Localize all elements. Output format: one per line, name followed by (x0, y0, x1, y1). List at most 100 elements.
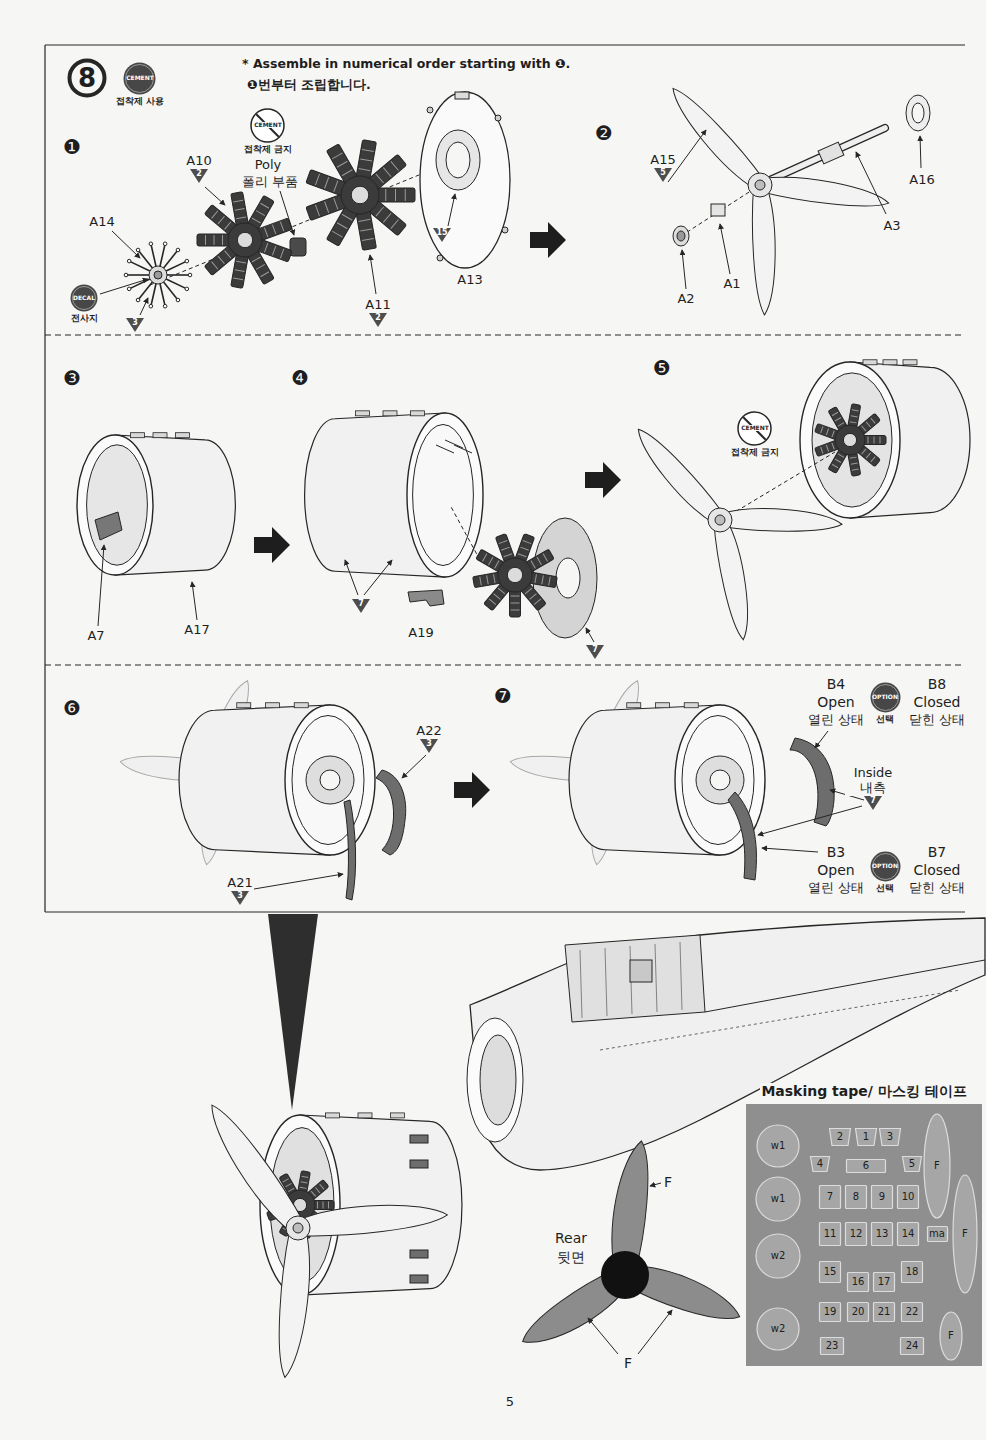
cylinder-fin (323, 1202, 324, 1209)
leader-line (650, 1183, 661, 1186)
cylinder-fin (376, 207, 384, 216)
cylinder (376, 188, 415, 202)
shape-outline (952, 1174, 978, 1294)
shape-outline (67, 58, 107, 98)
mask-shape: w2 (756, 1307, 800, 1351)
mask-circle (757, 1308, 799, 1350)
mask-square (927, 1227, 947, 1242)
propeller-blade (720, 507, 843, 533)
panel-line (600, 990, 960, 1050)
mask-shape: 16 (847, 1272, 869, 1292)
cylinder-fin (383, 168, 391, 177)
option-note: 열린 상태 (806, 881, 866, 896)
option-note: Open (815, 862, 856, 878)
mask-circle (756, 1177, 800, 1221)
mask-piece: 8 (845, 1185, 867, 1209)
backplate-ring (436, 130, 480, 190)
part-label: A2 (675, 292, 696, 307)
page-number: 5 (504, 1395, 516, 1410)
cylinder-fin (874, 437, 875, 444)
cowling (305, 411, 483, 577)
cockpit-frame (680, 942, 682, 1010)
ring-A16 (906, 95, 930, 131)
shape-outline (927, 1226, 948, 1242)
shape-outline (829, 1128, 851, 1146)
callout-number: 7 (870, 797, 876, 805)
tri-shape: 3 (126, 318, 144, 332)
cowl-flap-tab (358, 1113, 372, 1118)
mask-number: F (934, 1161, 940, 1171)
cowl-flap-tab (326, 1113, 340, 1118)
part-number: Inside 내측 (845, 766, 901, 796)
pushrod (129, 261, 150, 271)
cylinder-fin (826, 445, 828, 452)
mask-number: 24 (906, 1341, 919, 1351)
part-number: A22 (415, 724, 442, 739)
cylinder-fin (218, 216, 224, 224)
mask-square (820, 1262, 841, 1283)
cylinder-fin (233, 278, 243, 280)
cylinder-fin (851, 463, 858, 464)
leader-line (815, 731, 828, 748)
rear-plate-hole (710, 770, 730, 790)
pushrod (164, 282, 178, 300)
cylinder-fin (315, 1188, 319, 1193)
view-note: 뒷면 (555, 1249, 587, 1265)
part-label: A19 (406, 626, 435, 641)
cylinder-fin (489, 557, 494, 565)
shape-outline (123, 62, 156, 95)
cylinder-fin (391, 161, 399, 170)
crankcase (228, 223, 262, 257)
option-note: Closed (911, 862, 962, 878)
cockpit-area (565, 935, 705, 1022)
shape-outline (901, 1302, 923, 1322)
icon-text: 8 (78, 65, 96, 91)
mask-shape: 6 (846, 1159, 886, 1173)
prohibit-ring (738, 412, 771, 445)
shape-outline (755, 1176, 801, 1222)
cylinder-fin (511, 610, 520, 611)
mask-number: 15 (824, 1267, 837, 1277)
cylinder-fin (862, 426, 866, 431)
callout-triangle (586, 645, 604, 659)
cylinder-fin (300, 1187, 307, 1188)
cylinder-fin (359, 169, 371, 171)
part-label: A1 (721, 277, 742, 292)
mask-square (820, 1223, 841, 1246)
badge-shape: OPTION (870, 851, 901, 882)
substep-number: ❶ (61, 136, 83, 159)
tri-shape: 2 (190, 169, 208, 183)
nocem-shape: CEMENT (737, 411, 772, 446)
cylinder-fin (832, 464, 838, 468)
mask-piece: 16 (847, 1272, 869, 1292)
badge-ring (872, 684, 898, 710)
cylinder-fin (325, 177, 329, 188)
callout-triangle (126, 318, 144, 332)
mask-number: 17 (878, 1277, 891, 1287)
cowling (77, 433, 235, 575)
mask-number: 3 (887, 1132, 893, 1142)
mask-shape: 5 (902, 1156, 922, 1172)
mask-piece: ma (927, 1226, 948, 1242)
no-cement-icon: CEMENT접착제 금지 (731, 411, 779, 457)
engine-assembly (473, 534, 558, 617)
option-note: Open (815, 694, 856, 710)
badge-disc (124, 62, 156, 94)
mask-piece: 2 (829, 1128, 851, 1146)
cylinder-fin (342, 170, 352, 176)
substep-number: ❺ (651, 357, 673, 380)
cowling-lip (77, 435, 153, 575)
mask-square (846, 1223, 867, 1246)
pushrod (151, 284, 156, 306)
mask-shape: ma (927, 1226, 948, 1242)
leader-line (98, 545, 104, 626)
cylinder-fin (383, 213, 391, 222)
shape-outline (126, 318, 144, 332)
part-label: A13 (455, 273, 484, 288)
cylinder-fin (272, 225, 275, 234)
cylinder-body (356, 210, 377, 251)
cylinder-fin (499, 541, 507, 544)
mask-trapezoid (830, 1129, 851, 1146)
option-icon: OPTION선택 (870, 682, 901, 724)
